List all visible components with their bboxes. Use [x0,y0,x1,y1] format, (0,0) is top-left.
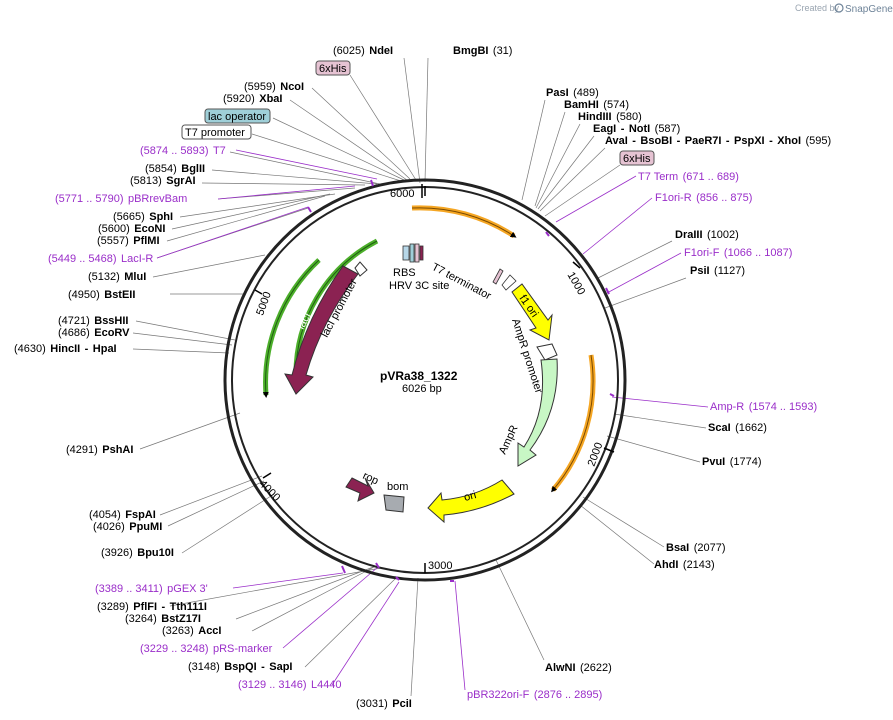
site-scai: ScaI (1662) [708,418,767,435]
primer-laci-r: (5449 .. 5468) LacI-R [48,249,153,266]
tag-6xhis-top-label: 6xHis [319,63,347,75]
left-site-labels: (6025) NdeI (5959) NcoI (5920) XbaI (587… [14,41,412,711]
ori-label: ori [463,489,478,504]
rbs-glyph [402,245,410,261]
site-ncoi: (5959) NcoI [244,77,304,94]
rop-arrow [345,477,375,502]
site-mlui: (5132) MluI [88,267,146,284]
site-pshai: (4291) PshAI [66,440,133,457]
f1-ori-arrow [511,283,553,341]
hrv-glyph [419,245,424,261]
site-sphi: (5665) SphI [113,207,173,224]
hrv-label: HRV 3C site [389,280,449,292]
tag-6xhis-right-label: 6xHis [623,153,651,165]
created-by-text: Created by [795,3,840,13]
site-ecorv: (4686) EcoRV [58,323,130,340]
tag-t7-promoter: T7 promoter [181,124,252,140]
tick-5000: 5000 [254,290,274,317]
lac-operator-glyph [409,243,415,263]
label-leader-lines [132,57,707,697]
site-bpu10i: (3926) Bpu10I [101,543,174,560]
his-tag-glyph [414,243,420,263]
bom-label: bom [387,481,408,493]
tick-marks [254,184,615,573]
tag-lac-operator-label: lac operator [208,111,266,123]
laci-arrow [284,265,359,395]
site-pflmi: (5557) PflMI [97,231,160,248]
primer-amp-r: Amp-R (1574 .. 1593) [710,397,817,414]
site-pcii: (3031) PciI [356,694,412,711]
tick-6000: 6000 [390,188,414,200]
plasmid-length: 6026 bp [402,383,442,395]
site-pflfi-tth111i: (3289) PflFI - Tth111I [97,597,207,614]
primer-pbrrevbam: (5771 .. 5790) pBRrevBam [55,189,187,206]
site-fspai: (4054) FspAI [89,505,156,522]
snapgene-logo: SnapGene [845,4,893,15]
primer-t7: (5874 .. 5893) T7 [140,141,226,158]
ampr-arrow [517,358,558,467]
tag-lac-operator: lac operator [204,108,271,124]
orange-arc-right [551,354,596,492]
site-bamhi: BamHI (574) [564,95,629,112]
ori-arrow [427,479,515,524]
bom-box [383,494,405,513]
primer-marks [307,179,615,582]
ampr-promoter-arrow [536,343,558,361]
site-xbai: (5920) XbaI [223,89,282,106]
t7-terminator-glyph [501,274,517,291]
site-sgrai: (5813) SgrAI [130,171,196,188]
site-bsai: BsaI (2077) [666,538,726,555]
orange-arc-top [411,205,516,239]
site-draiii: DraIII (1002) [675,225,739,242]
primer-pbr322ori-f: pBR322ori-F (2876 .. 2895) [467,685,602,702]
site-bsteii: (4950) BstEII [68,285,135,302]
snapgene-logo-icon [834,3,844,13]
plasmid-name: pVRa38_1322 [380,369,458,383]
primer-f1ori-f: F1ori-F (1066 .. 1087) [684,243,792,260]
tag-6xhis-right: 6xHis [619,150,655,166]
site-hincii-hpai: (4630) HincII - HpaI [14,339,117,356]
backbone-outer [223,178,627,582]
primer-pgex3: (3389 .. 3411) pGEX 3' [95,579,208,596]
site-hindiii: HindIII (580) [578,107,642,124]
primer-leader-lines [156,149,709,691]
site-econi: (5600) EcoNI [98,219,165,236]
site-avai-xhoi: AvaI - BsoBI - PaeR7I - PspXI - XhoI (59… [605,131,831,148]
site-bstz17i: (3264) BstZ17I [125,609,201,626]
site-bglii: (5854) BglII [145,159,205,176]
t7-term-glyph [492,268,504,285]
tag-t7-promoter-label: T7 promoter [185,127,245,139]
tick-1000: 1000 [565,270,588,297]
primer-prs-marker: (3229 .. 3248) pRS-marker [140,639,273,656]
site-psii: PsiI (1127) [690,261,745,278]
site-bmgbi: BmgBI (31) [453,41,512,58]
site-pvui: PvuI (1774) [702,452,761,469]
site-ndei: (6025) NdeI [333,41,393,58]
laci-promoter-arrow [354,261,368,277]
site-acci: (3263) AccI [162,621,222,638]
site-bsshii: (4721) BssHII [58,311,129,328]
site-pasi: PasI (489) [546,83,599,100]
rbs-label: RBS [393,267,416,279]
site-ppumi: (4026) PpuMI [93,517,162,534]
site-alwni: AlwNI (2622) [545,658,612,675]
site-ahdi: AhdI (2143) [654,555,715,572]
tag-6xhis-top: 6xHis [315,60,351,76]
primer-t7-term: T7 Term (671 .. 689) [638,167,739,184]
primer-l4440: (3129 .. 3146) L4440 [238,675,342,692]
tick-3000: 3000 [428,560,452,572]
site-eagi-noti: EagI - NotI (587) [593,119,680,136]
right-site-labels: BmgBI (31) PasI (489) BamHI (574) HindII… [453,41,831,702]
ampr-label: AmpR [497,423,521,456]
site-bspqi-sapi: (3148) BspQI - SapI [188,657,292,674]
primer-f1ori-r: F1ori-R (856 .. 875) [655,188,752,205]
